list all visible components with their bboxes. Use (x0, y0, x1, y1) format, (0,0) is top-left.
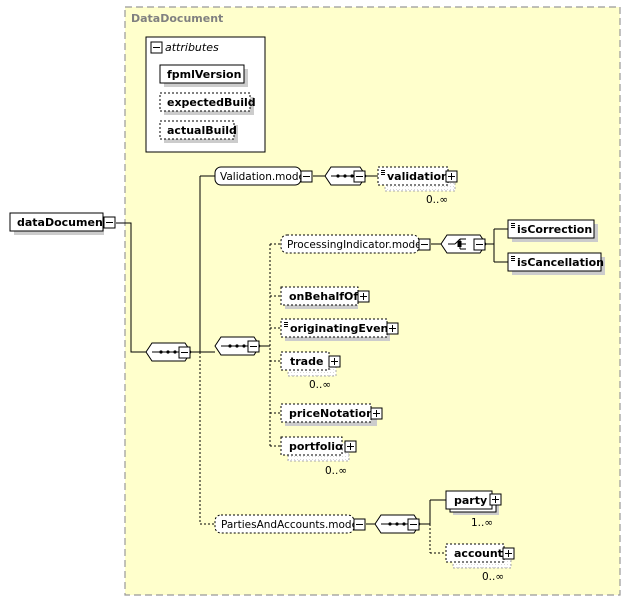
validation-model-label: Validation.model (220, 171, 308, 183)
root-element-data-document[interactable] (9, 212, 104, 232)
is-cancellation-label: isCancellation (517, 256, 604, 269)
account-element[interactable] (445, 543, 505, 563)
originating-event-element[interactable] (280, 318, 388, 338)
attribute-actual-build[interactable] (159, 120, 235, 140)
is-cancellation-element[interactable] (507, 252, 602, 272)
attribute-actual-build-label: actualBuild (167, 124, 237, 137)
validation-label: validation (387, 170, 449, 183)
is-cancellation-content-icon (511, 256, 515, 261)
processing-indicator-label: ProcessingIndicator.model (287, 239, 425, 251)
portfolio-label: portfolio (289, 440, 343, 453)
choice-icon (448, 238, 466, 250)
parties-and-accounts-group[interactable] (214, 514, 355, 534)
account-label: account (454, 547, 503, 560)
is-correction-element[interactable] (507, 219, 595, 239)
validation-element[interactable] (377, 166, 449, 186)
attribute-expected-build-label: expectedBuild (167, 96, 256, 109)
is-correction-label: isCorrection (517, 223, 592, 236)
party-cardinality: 1..∞ (471, 517, 493, 529)
price-notation-element[interactable] (280, 403, 372, 423)
portfolio-element[interactable] (280, 436, 343, 456)
account-cardinality: 0..∞ (482, 571, 504, 583)
trade-label: trade (290, 355, 323, 368)
parties-and-accounts-label: PartiesAndAccounts.model (221, 519, 361, 531)
is-correction-content-icon (511, 223, 515, 228)
attribute-fpml-version-label: fpmlVersion (167, 68, 241, 81)
portfolio-cardinality: 0..∞ (325, 465, 347, 477)
root-element-label: dataDocument (17, 216, 108, 229)
complex-type-title: DataDocument (131, 12, 223, 25)
originating-event-content-icon (284, 322, 288, 327)
price-notation-label: priceNotation (289, 407, 374, 420)
processing-indicator-group[interactable] (280, 234, 420, 254)
validation-cardinality: 0..∞ (426, 194, 448, 206)
on-behalf-of-label: onBehalfOf (289, 290, 358, 303)
attribute-fpml-version[interactable] (159, 64, 245, 84)
originating-event-label: originatingEvent (290, 322, 394, 335)
party-label: party (454, 494, 487, 507)
attributes-header: attributes (165, 41, 219, 54)
trade-cardinality: 0..∞ (309, 379, 331, 391)
validation-content-icon (381, 170, 385, 175)
attribute-expected-build[interactable] (159, 92, 251, 112)
